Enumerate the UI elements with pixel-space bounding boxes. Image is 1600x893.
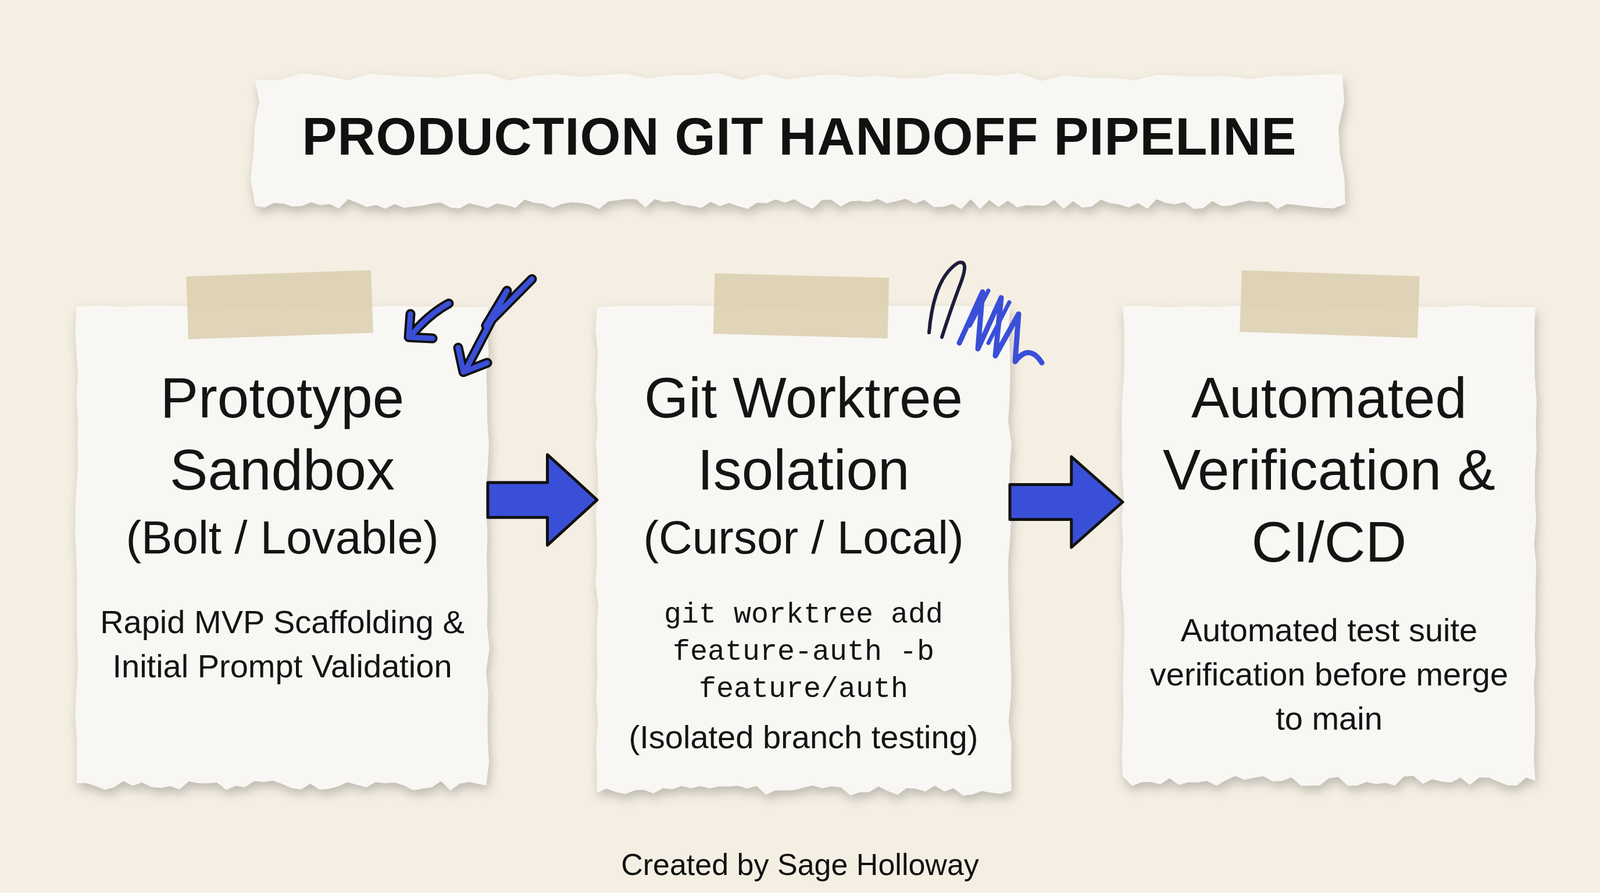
process-card: Prototype Sandbox(Bolt / Lovable) Rapid M… — [76, 306, 488, 786]
card-subtitle: (Bolt / Lovable) — [93, 505, 472, 570]
tape-strip — [1239, 270, 1420, 339]
scribble-mark — [929, 262, 1042, 363]
caption-text: Created by Sage Holloway — [509, 844, 1091, 885]
card-heading: Git Worktree Isolation — [613, 361, 994, 506]
diagram-title: PRODUCTION GIT HANDOFF PIPELINE — [232, 87, 1367, 187]
card-body: (Isolated branch testing) — [613, 715, 994, 760]
flow-arrow — [487, 454, 598, 546]
card-heading: Prototype Sandbox — [93, 361, 472, 506]
process-card: Automated Verification & CI/CD Automated … — [1122, 306, 1536, 781]
card-subtitle: (Cursor / Local) — [613, 505, 994, 570]
card-body: Automated test suite verification before… — [1138, 608, 1520, 741]
process-card: Git Worktree Isolation(Cursor / Local) gi… — [597, 306, 1010, 791]
code-snippet: git worktree add feature-auth -b feature… — [613, 596, 994, 709]
paper-outline — [75, 305, 490, 791]
card-body: Rapid MVP Scaffolding & Initial Prompt V… — [93, 600, 472, 689]
tape-strip — [713, 273, 890, 339]
flow-arrow — [1009, 456, 1123, 548]
paper-outline — [595, 305, 1012, 796]
card-heading: Automated Verification & CI/CD — [1138, 361, 1520, 578]
tape-strip — [186, 269, 374, 339]
paper-outline — [1121, 305, 1537, 787]
scribble-arrow — [408, 279, 532, 373]
